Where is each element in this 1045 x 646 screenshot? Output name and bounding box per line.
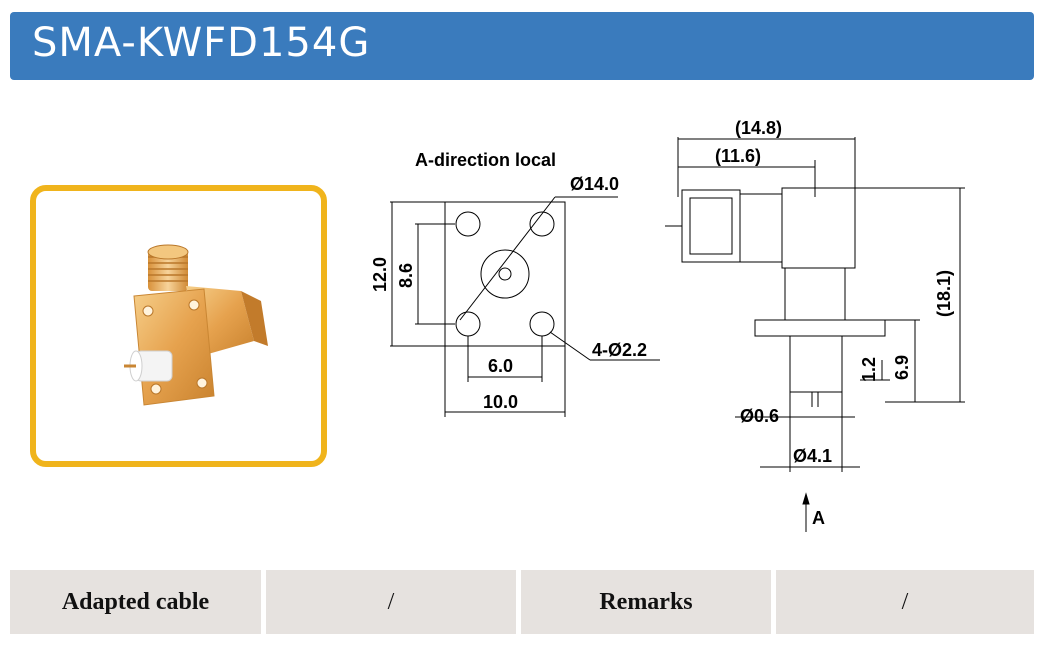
spec-table: Adapted cable / Remarks / <box>10 570 1034 634</box>
dim-d41: Ø4.1 <box>793 446 832 466</box>
flange-outline <box>444 201 566 347</box>
title-bar: SMA-KWFD154G <box>10 12 1034 80</box>
dim-d06: Ø0.6 <box>740 406 779 426</box>
dim-h86: 8.6 <box>396 263 416 288</box>
product-photo <box>124 244 268 406</box>
cell-remarks-label: Remarks <box>521 570 771 634</box>
cell-adapted-cable-value: / <box>266 570 516 634</box>
dim-holes: 4-Ø2.2 <box>592 340 647 360</box>
dim-h69: 6.9 <box>892 355 912 380</box>
cell-remarks-value: / <box>776 570 1034 634</box>
page-title: SMA-KWFD154G <box>32 20 371 66</box>
product-photo-frame <box>30 185 327 467</box>
dim-w10: 10.0 <box>483 392 518 412</box>
dim-d14: Ø14.0 <box>570 174 619 194</box>
cell-adapted-cable-label: Adapted cable <box>10 570 261 634</box>
view-label: A-direction local <box>415 150 556 170</box>
dim-h12b: 1.2 <box>859 357 879 382</box>
dim-l116: (11.6) <box>715 146 761 166</box>
technical-drawing: A-direction local Ø14.0 12.0 8.6 4-Ø2.2 … <box>370 118 965 532</box>
dim-h12: 12.0 <box>370 257 390 292</box>
dim-h181: (18.1) <box>934 270 954 317</box>
arrow-a-label: A <box>812 508 825 528</box>
dim-w6: 6.0 <box>488 356 513 376</box>
dim-l148: (14.8) <box>735 118 782 138</box>
